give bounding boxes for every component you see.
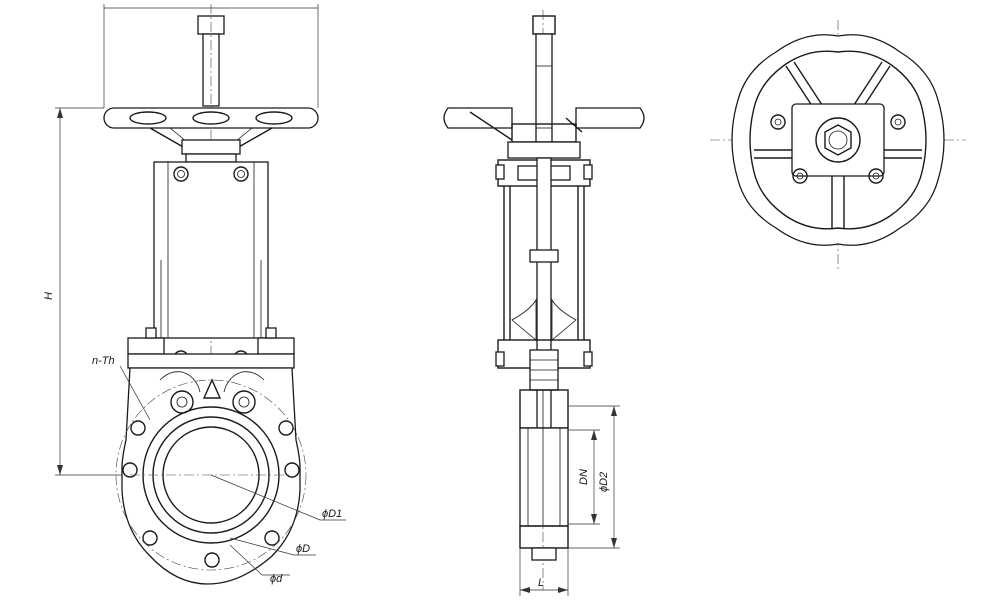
label-d1: ϕD1 xyxy=(322,508,342,520)
brand-mark xyxy=(202,378,222,399)
handwheel-front xyxy=(103,107,319,163)
hex-nut-icon xyxy=(824,124,852,156)
label-d-small: ϕd xyxy=(270,573,283,585)
label-dn: DN xyxy=(578,469,590,485)
side-view: DN ϕD2 L xyxy=(443,10,645,596)
label-threads: n-Th xyxy=(92,355,115,367)
stem xyxy=(202,33,220,107)
label-height: H xyxy=(43,292,55,300)
label-d2: ϕD2 xyxy=(598,472,610,492)
yoke xyxy=(153,161,269,339)
label-length: L xyxy=(538,577,544,589)
front-view: H n-Th ϕD1 ϕD ϕd xyxy=(43,4,346,585)
body-bore xyxy=(519,427,569,527)
valve-body xyxy=(121,367,301,585)
top-view xyxy=(710,20,966,270)
label-d: ϕD xyxy=(296,543,310,555)
